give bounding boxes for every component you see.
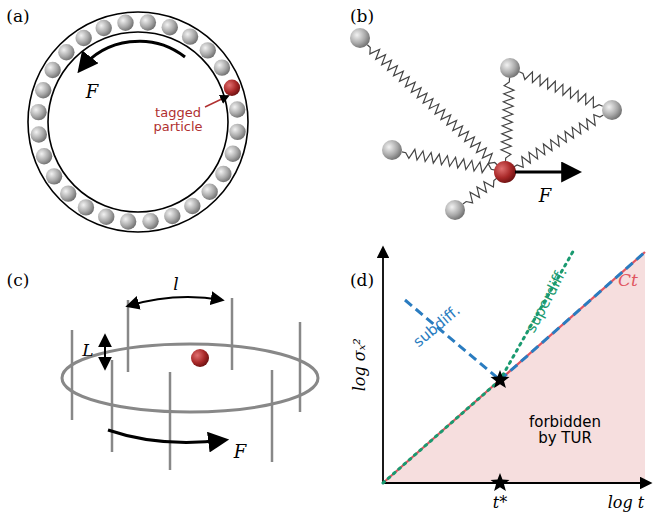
label: log σₓ² xyxy=(351,338,369,391)
post xyxy=(231,298,234,370)
spring xyxy=(501,78,514,162)
force-arrow xyxy=(108,430,225,442)
bead xyxy=(229,101,245,117)
tagged-particle xyxy=(191,349,209,367)
post xyxy=(111,360,114,452)
dimension-arrow xyxy=(104,336,106,368)
force-arrow xyxy=(515,171,578,174)
tagged-particle xyxy=(494,161,516,183)
ring-channel xyxy=(28,12,248,232)
label: F xyxy=(234,442,247,462)
label: L xyxy=(82,341,93,360)
label: F xyxy=(539,186,552,206)
spring xyxy=(519,72,603,108)
label: (b) xyxy=(350,7,374,26)
bead-row xyxy=(30,14,245,229)
ring-track xyxy=(62,344,318,412)
bead xyxy=(60,185,76,201)
spring xyxy=(367,45,497,165)
force-arrow xyxy=(80,41,185,70)
bead xyxy=(96,20,112,36)
bead xyxy=(36,148,52,164)
dimension-arrow xyxy=(128,297,222,306)
bead xyxy=(58,44,74,60)
star-marker xyxy=(491,473,510,491)
bead xyxy=(500,58,520,78)
label: (d) xyxy=(350,271,374,290)
bead xyxy=(98,209,114,225)
bead xyxy=(229,124,245,140)
bead xyxy=(31,126,47,142)
bead xyxy=(140,14,156,30)
bead xyxy=(225,146,241,162)
bead xyxy=(445,200,465,220)
tagged-particle xyxy=(224,80,240,96)
bead xyxy=(184,198,200,214)
label: Ct xyxy=(618,271,638,290)
label: tagged particle xyxy=(147,106,209,135)
bead xyxy=(120,213,136,229)
superdiff-curve xyxy=(383,248,575,483)
bead xyxy=(44,62,60,78)
post xyxy=(299,322,302,412)
bead xyxy=(214,59,230,75)
post xyxy=(169,372,172,470)
y-axis xyxy=(382,248,384,483)
label: forbidden by TUR xyxy=(523,414,607,447)
leader-line xyxy=(205,96,228,107)
spring xyxy=(463,178,497,204)
bead xyxy=(382,140,402,160)
bead xyxy=(78,199,94,215)
label: t* xyxy=(493,494,507,512)
bead xyxy=(35,82,51,98)
label: subdiff. xyxy=(410,302,463,350)
subdiff-curve xyxy=(405,300,500,380)
label: log t xyxy=(608,494,645,512)
label: (a) xyxy=(6,7,29,26)
bead xyxy=(46,168,62,184)
bead xyxy=(164,208,180,224)
post xyxy=(271,370,274,462)
bead xyxy=(350,28,370,48)
bead xyxy=(117,15,133,31)
bead xyxy=(75,30,91,46)
obstacle-posts xyxy=(62,298,318,470)
bead xyxy=(215,166,231,182)
bead xyxy=(201,184,217,200)
label: l xyxy=(173,275,178,294)
label: (c) xyxy=(7,271,30,290)
star-marker xyxy=(491,370,510,388)
ct-line xyxy=(500,252,645,380)
post xyxy=(71,330,74,420)
bead xyxy=(142,213,158,229)
bead xyxy=(30,104,46,120)
x-axis xyxy=(383,482,650,484)
bead xyxy=(182,28,198,44)
label: F xyxy=(86,82,99,102)
spring xyxy=(402,149,495,172)
bead xyxy=(602,100,622,120)
bead xyxy=(200,42,216,58)
post xyxy=(127,300,130,372)
spring-network xyxy=(350,28,622,220)
spring xyxy=(514,115,604,167)
bead xyxy=(162,19,178,35)
